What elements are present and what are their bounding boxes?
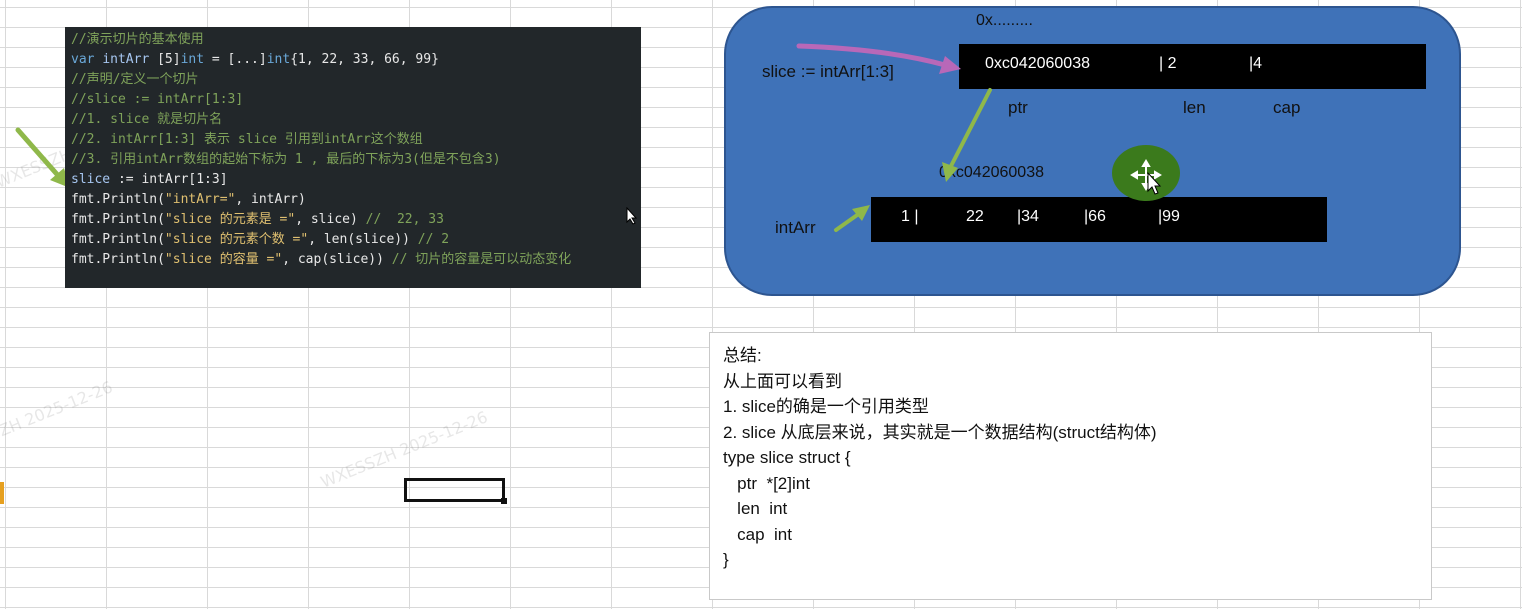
intarr-array-bar: 1 | 22 |34 |66 |99	[871, 197, 1327, 242]
code-token: fmt.Println(	[71, 212, 165, 227]
summary-box: 总结: 从上面可以看到 1. slice的确是一个引用类型 2. slice 从底层来…	[709, 332, 1432, 600]
code-token: "slice 的元素是 ="	[164, 212, 296, 227]
code-token: := intArr[1:3]	[110, 172, 228, 187]
code-token: //3. 引用intArr数组的起始下标为 1 , 最后的下标为3(但是不包含3…	[71, 152, 501, 167]
array-cell: 22	[966, 208, 984, 225]
array-cell: |66	[1084, 208, 1106, 225]
code-token: [5]	[157, 52, 181, 67]
intarr-label: intArr	[775, 218, 816, 237]
slice-struct-bar: 0xc042060038 | 2 |4	[959, 44, 1426, 89]
code-line: //2. intArr[1:3] 表示 slice 引用到intArr这个数组	[71, 130, 641, 150]
code-token: //声明/定义一个切片	[71, 72, 199, 87]
code-line: //1. slice 就是切片名	[71, 110, 641, 130]
array-address-label: 0xc042060038	[939, 164, 1044, 181]
ptr-value: 0xc042060038	[985, 55, 1090, 72]
code-token: //2. intArr[1:3] 表示 slice 引用到intArr这个数组	[71, 132, 423, 147]
summary-line: type slice struct {	[723, 448, 851, 467]
summary-line: ptr *[2]int	[723, 473, 810, 493]
array-cell: 1 |	[901, 208, 919, 225]
code-line: //声明/定义一个切片	[71, 70, 641, 90]
code-token: = [...]	[204, 52, 267, 67]
code-token: , len(slice))	[308, 232, 418, 247]
cap-value: |4	[1249, 55, 1263, 72]
code-line: slice := intArr[1:3]	[71, 170, 641, 190]
green-arrow-icon	[15, 127, 70, 188]
code-token: , intArr)	[235, 192, 306, 207]
code-token: //1. slice 就是切片名	[71, 112, 223, 127]
green-arrow-icon	[942, 88, 992, 182]
summary-line: 2. slice 从底层来说，其实就是一个数据结构(struct结构体)	[723, 422, 1157, 442]
code-token: // 22, 33	[365, 212, 444, 227]
summary-line: 从上面可以看到	[723, 371, 842, 391]
code-token: , cap(slice))	[282, 252, 392, 267]
len-label: len	[1183, 98, 1206, 117]
purple-arrow-icon	[796, 43, 961, 74]
code-line: fmt.Println("slice 的元素是 =", slice) // 22…	[71, 210, 641, 230]
summary-line: 1. slice的确是一个引用类型	[723, 397, 929, 416]
row-marker	[0, 482, 4, 504]
code-token: // 切片的容量是可以动态变化	[391, 252, 572, 267]
code-token: int	[180, 52, 205, 67]
array-cell: |99	[1158, 208, 1180, 225]
code-line: //slice := intArr[1:3]	[71, 90, 641, 110]
code-token: {1, 22, 33, 66, 99}	[290, 52, 439, 67]
code-line: //演示切片的基本使用	[71, 30, 641, 50]
summary-line: }	[723, 550, 729, 569]
code-token: slice	[71, 172, 111, 187]
summary-line: 总结:	[723, 346, 762, 365]
code-token: int	[266, 52, 291, 67]
top-address-label: 0x.........	[976, 12, 1033, 29]
move-cursor-icon	[1112, 145, 1180, 201]
code-token: "slice 的元素个数 ="	[164, 232, 309, 247]
code-token: fmt.Println(	[71, 232, 165, 247]
code-token: "intArr="	[164, 192, 236, 207]
summary-line: len int	[723, 499, 788, 518]
len-value: | 2	[1159, 55, 1177, 72]
code-token: //slice := intArr[1:3]	[71, 92, 244, 107]
code-line: //3. 引用intArr数组的起始下标为 1 , 最后的下标为3(但是不包含3…	[71, 150, 641, 170]
code-token: fmt.Println(	[71, 252, 165, 267]
cap-label: cap	[1273, 98, 1301, 117]
code-line: fmt.Println("slice 的元素个数 =", len(slice))…	[71, 230, 641, 250]
code-line: fmt.Println("slice 的容量 =", cap(slice)) /…	[71, 250, 641, 270]
array-cell: |34	[1017, 208, 1039, 225]
slice-label: slice := intArr[1:3]	[762, 62, 894, 81]
code-token: "slice 的容量 ="	[164, 252, 283, 267]
selected-cell[interactable]	[404, 478, 507, 504]
ptr-label: ptr	[1008, 98, 1028, 117]
code-token: , slice)	[295, 212, 366, 227]
mouse-cursor-icon	[626, 207, 638, 225]
summary-line: cap int	[723, 524, 792, 544]
green-arrow-icon	[834, 205, 870, 232]
code-token: var	[71, 52, 103, 67]
code-line: fmt.Println("intArr=", intArr)	[71, 190, 641, 210]
code-token: //演示切片的基本使用	[71, 32, 204, 47]
code-token: fmt.Println(	[71, 192, 165, 207]
code-token: intArr	[102, 52, 158, 67]
code-line: var intArr [5]int = [...]int{1, 22, 33, …	[71, 50, 641, 70]
code-token: // 2	[417, 232, 450, 247]
